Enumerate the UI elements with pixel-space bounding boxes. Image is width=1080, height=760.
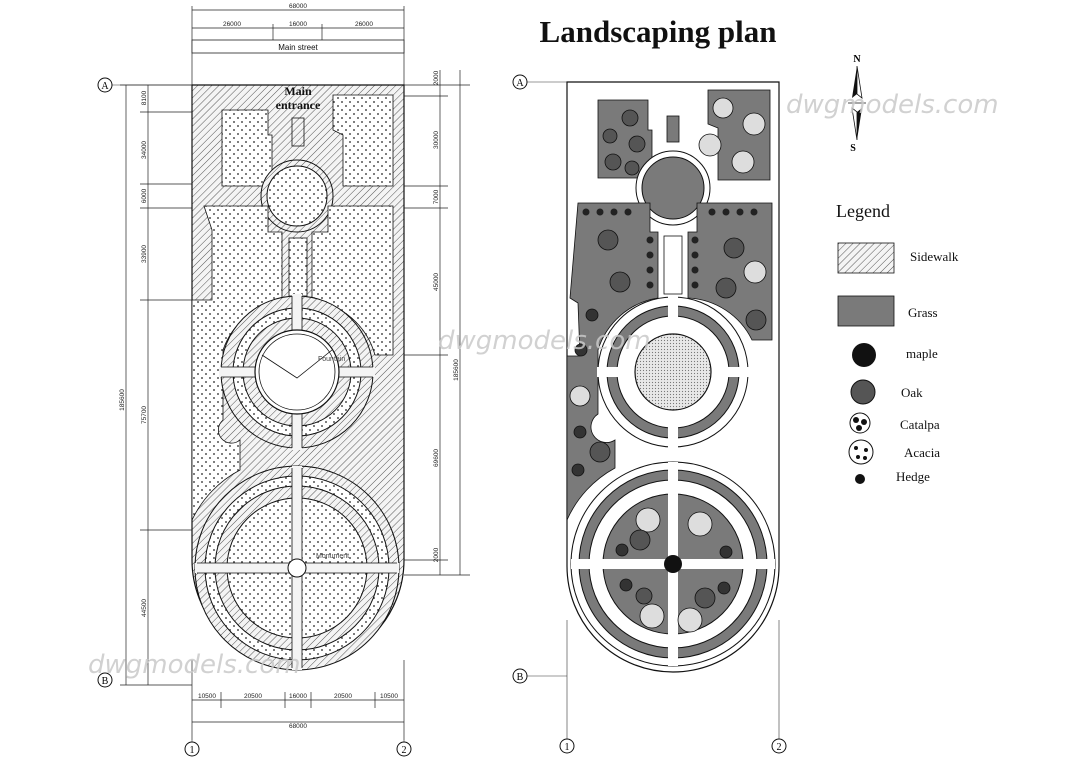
legend-grass-swatch xyxy=(837,295,895,327)
legend-oak-icon xyxy=(850,379,876,405)
dim-left-d: 33900 xyxy=(141,245,148,263)
dim-top-b: 16000 xyxy=(289,21,307,28)
entrance-label-1: Main xyxy=(284,84,312,98)
dim-bottom-d: 20500 xyxy=(334,693,352,700)
monument xyxy=(287,558,307,578)
axis-b-label-left: B xyxy=(102,676,109,687)
axis-lines-right xyxy=(527,81,780,740)
fountain xyxy=(254,329,340,415)
entrance-slot xyxy=(291,117,305,147)
entrance-label-2: entrance xyxy=(276,98,321,112)
grass-mid-right-r xyxy=(687,202,773,341)
tree-acacia-lower xyxy=(635,507,713,633)
dim-left-b: 34000 xyxy=(141,141,148,159)
axis-1-label-right: 1 xyxy=(565,742,570,753)
dim-right-a: 2000 xyxy=(433,70,440,85)
hedge-row xyxy=(582,208,758,289)
axis-2-marker-left xyxy=(396,741,412,757)
plaza-center-1-r xyxy=(641,156,705,220)
tree-oaks-lower xyxy=(629,529,716,609)
bottom-dimensions xyxy=(191,660,405,740)
dim-top-total: 68000 xyxy=(289,3,307,10)
axis-1-marker-left xyxy=(184,741,200,757)
dim-bottom-b: 20500 xyxy=(244,693,262,700)
legend-hedge-icon xyxy=(855,474,865,484)
maple-center xyxy=(664,555,682,573)
main-street xyxy=(191,39,405,54)
center-strip-r xyxy=(663,235,683,295)
dim-top-c: 26000 xyxy=(355,21,373,28)
dim-bottom-total: 68000 xyxy=(289,723,307,730)
tree-catalpa-lower xyxy=(615,543,733,595)
right-plan: A B 1 2 xyxy=(512,74,787,754)
entrance-slot-r xyxy=(666,115,680,143)
dim-right-f: 2000 xyxy=(433,547,440,562)
legend-maple-icon xyxy=(852,343,876,367)
axis-b-label-right: B xyxy=(517,672,524,683)
axis-2-label-right: 2 xyxy=(777,742,782,753)
dim-top-a: 26000 xyxy=(223,21,241,28)
dim-right-e: 69600 xyxy=(433,449,440,467)
axis-b-marker-right xyxy=(512,668,528,684)
legend-hedge-label: Hedge xyxy=(896,469,930,484)
dim-left-total: 185600 xyxy=(119,389,126,411)
plaza-center-1 xyxy=(266,165,328,227)
legend-sidewalk-label: Sidewalk xyxy=(910,249,959,264)
left-dimensions xyxy=(120,84,192,686)
axis-1-marker-right xyxy=(559,738,575,754)
compass-north: N xyxy=(853,54,861,65)
page-title: Landscaping plan xyxy=(540,14,777,49)
fountain-label: Fountain xyxy=(318,356,345,363)
axis-a-marker-right xyxy=(512,74,528,90)
tree-oaks-top-left xyxy=(602,109,646,176)
dim-right-b: 30000 xyxy=(433,131,440,149)
dim-left-f: 44500 xyxy=(141,599,148,617)
tree-acacia-mid xyxy=(569,260,767,407)
tree-oaks-mid xyxy=(589,229,767,463)
legend-oak-label: Oak xyxy=(901,385,923,400)
axis-2-marker-right xyxy=(771,738,787,754)
left-plan: 68000 26000 16000 26000 Main street Main… xyxy=(97,3,470,757)
legend-maple-label: maple xyxy=(906,346,938,361)
legend-sidewalk-swatch xyxy=(837,242,895,274)
dim-right-c: 7000 xyxy=(433,189,440,204)
axis-a-marker-left xyxy=(97,77,113,93)
axis-1-label-left: 1 xyxy=(190,745,195,756)
dim-right-total: 185600 xyxy=(453,359,460,381)
watermark-top-right: dwgmodels.com xyxy=(786,90,999,120)
legend-catalpa-icon xyxy=(849,412,871,434)
compass-south: S xyxy=(850,143,856,154)
center-strip xyxy=(288,237,308,297)
dim-bottom-a: 10500 xyxy=(198,693,216,700)
monument-label: Monument xyxy=(316,553,349,560)
watermark-center: dwgmodels.com xyxy=(438,326,651,356)
watermark-bottom-left: dwgmodels.com xyxy=(88,650,301,680)
dim-left-c: 6000 xyxy=(141,188,148,203)
right-dimensions xyxy=(404,70,470,576)
axis-a-label-left: A xyxy=(101,81,109,92)
axis-2-label-left: 2 xyxy=(402,745,407,756)
axis-b-marker-left xyxy=(97,672,113,688)
main-street-label: Main street xyxy=(278,43,318,52)
compass-icon xyxy=(848,65,866,141)
dim-left-a: 8100 xyxy=(141,90,148,105)
legend-catalpa-label: Catalpa xyxy=(900,417,940,432)
legend-acacia-icon xyxy=(848,439,874,465)
legend: Legend Sidewalk Grass maple Oak Catalpa … xyxy=(836,201,959,484)
dim-left-e: 75700 xyxy=(141,406,148,424)
legend-title: Legend xyxy=(836,201,890,221)
tree-acacia-top-right xyxy=(698,97,766,174)
dim-bottom-e: 10500 xyxy=(380,693,398,700)
grass-top-right xyxy=(332,94,394,187)
fountain-r xyxy=(634,333,712,411)
dim-bottom-c: 16000 xyxy=(289,693,307,700)
dim-right-d: 45000 xyxy=(433,273,440,291)
tree-catalpa-mid xyxy=(571,308,599,477)
grass-top-left xyxy=(221,109,273,187)
legend-grass-label: Grass xyxy=(908,305,938,320)
legend-acacia-label: Acacia xyxy=(904,445,940,460)
axis-a-label-right: A xyxy=(516,78,524,89)
grass-mid-left-r xyxy=(566,202,659,521)
